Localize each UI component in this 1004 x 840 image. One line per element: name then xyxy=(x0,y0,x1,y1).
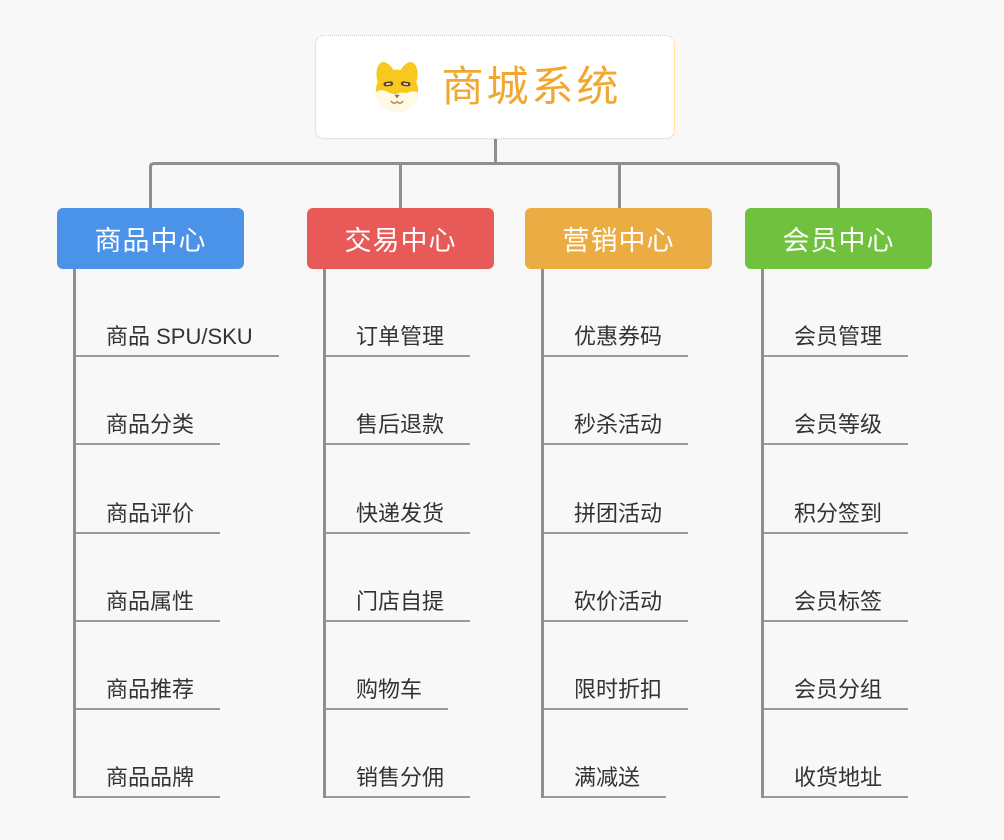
leaf-item[interactable]: 商品分类 xyxy=(76,414,221,446)
leaf-row: 收货地址 xyxy=(764,710,909,799)
leaf-item[interactable]: 门店自提 xyxy=(326,590,471,622)
leaf-item[interactable]: 销售分佣 xyxy=(326,767,471,799)
leaf-item[interactable]: 会员标签 xyxy=(764,590,909,622)
branch-node-product-center[interactable]: 商品中心 xyxy=(57,208,244,269)
root-node-mall-system[interactable]: 商城系统 xyxy=(315,35,675,139)
leaf-row: 会员管理 xyxy=(764,269,909,358)
leaf-row: 商品分类 xyxy=(76,357,279,446)
leaf-row: 商品评价 xyxy=(76,445,279,534)
leaf-item[interactable]: 拼团活动 xyxy=(544,502,689,534)
leaf-row: 购物车 xyxy=(326,622,470,710)
branch-node-marketing-center[interactable]: 营销中心 xyxy=(525,208,712,269)
leaf-row: 限时折扣 xyxy=(544,622,689,710)
leaf-row: 商品品牌 xyxy=(76,710,279,799)
leaf-item[interactable]: 会员等级 xyxy=(764,414,909,446)
leaf-item[interactable]: 会员管理 xyxy=(764,326,909,358)
leaf-item[interactable]: 售后退款 xyxy=(326,414,471,446)
branch-trunk-product-center: 商品 SPU/SKU 商品分类商品评价商品属性商品推荐商品品牌 xyxy=(73,269,279,799)
leaf-row: 会员等级 xyxy=(764,357,909,446)
leaf-item[interactable]: 收货地址 xyxy=(764,767,909,799)
leaf-row: 积分签到 xyxy=(764,445,909,534)
branch-column-product-center: 商品中心商品 SPU/SKU 商品分类商品评价商品属性商品推荐商品品牌 xyxy=(57,208,279,799)
branch-node-member-center[interactable]: 会员中心 xyxy=(745,208,932,269)
leaf-row: 优惠券码 xyxy=(544,269,689,358)
leaf-row: 商品 SPU/SKU xyxy=(76,269,279,358)
branch-column-marketing-center: 营销中心优惠券码秒杀活动拼团活动砍价活动限时折扣满减送 xyxy=(525,208,712,799)
dog-face-icon xyxy=(376,61,419,113)
branch-trunk-member-center: 会员管理会员等级积分签到会员标签会员分组收货地址 xyxy=(761,269,909,799)
leaf-row: 商品推荐 xyxy=(76,622,279,710)
leaf-row: 会员标签 xyxy=(764,534,909,622)
leaf-item[interactable]: 商品 SPU/SKU xyxy=(76,326,279,358)
leaf-item[interactable]: 积分签到 xyxy=(764,502,909,534)
leaf-row: 销售分佣 xyxy=(326,710,471,799)
branch-column-member-center: 会员中心会员管理会员等级积分签到会员标签会员分组收货地址 xyxy=(745,208,932,799)
leaf-item[interactable]: 优惠券码 xyxy=(544,326,689,358)
leaf-row: 满减送 xyxy=(544,710,688,799)
branch-node-trade-center[interactable]: 交易中心 xyxy=(307,208,494,269)
leaf-item[interactable]: 商品品牌 xyxy=(76,767,221,799)
leaf-item[interactable]: 快递发货 xyxy=(326,502,471,534)
leaf-item[interactable]: 会员分组 xyxy=(764,678,909,710)
leaf-item[interactable]: 满减送 xyxy=(544,767,667,799)
leaf-row: 砍价活动 xyxy=(544,534,689,622)
leaf-row: 售后退款 xyxy=(326,357,471,446)
leaf-row: 快递发货 xyxy=(326,445,471,534)
leaf-item[interactable]: 砍价活动 xyxy=(544,590,689,622)
leaf-row: 商品属性 xyxy=(76,534,279,622)
leaf-item[interactable]: 商品评价 xyxy=(76,502,221,534)
leaf-item[interactable]: 秒杀活动 xyxy=(544,414,689,446)
leaf-row: 会员分组 xyxy=(764,622,909,710)
leaf-item[interactable]: 购物车 xyxy=(326,678,449,710)
branch-trunk-trade-center: 订单管理售后退款快递发货门店自提购物车销售分佣 xyxy=(323,269,471,799)
leaf-item[interactable]: 商品推荐 xyxy=(76,678,221,710)
leaf-row: 拼团活动 xyxy=(544,445,689,534)
leaf-row: 门店自提 xyxy=(326,534,471,622)
leaf-item[interactable]: 限时折扣 xyxy=(544,678,689,710)
leaf-item[interactable]: 订单管理 xyxy=(326,326,471,358)
leaf-item[interactable]: 商品属性 xyxy=(76,590,221,622)
branch-column-trade-center: 交易中心订单管理售后退款快递发货门店自提购物车销售分佣 xyxy=(307,208,494,799)
root-title: 商城系统 xyxy=(441,63,622,110)
leaf-row: 秒杀活动 xyxy=(544,357,689,446)
leaf-row: 订单管理 xyxy=(326,269,471,358)
branch-trunk-marketing-center: 优惠券码秒杀活动拼团活动砍价活动限时折扣满减送 xyxy=(541,269,689,799)
